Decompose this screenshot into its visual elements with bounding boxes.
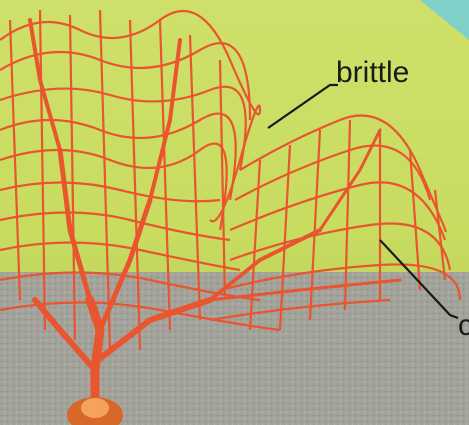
leader-line-brittle (268, 85, 338, 128)
corner-highlight (420, 0, 469, 40)
label-brittle: brittle (336, 56, 409, 89)
label-partial: c (458, 309, 469, 342)
gravel-floor (0, 272, 469, 425)
coral-base-highlight (81, 398, 109, 418)
